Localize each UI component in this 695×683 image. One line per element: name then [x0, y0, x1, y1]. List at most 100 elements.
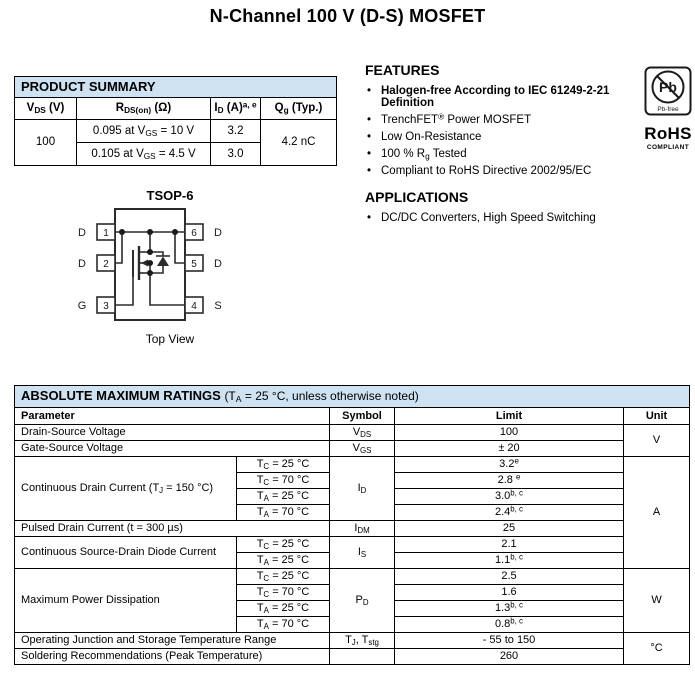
feature-item: Low On-Resistance [381, 131, 482, 143]
svg-text:Pb-free: Pb-free [657, 106, 679, 113]
ps-header-qg: Qg (Typ.) [259, 97, 338, 121]
amr-header-parameter: Parameter [14, 407, 330, 425]
amr-param-vds: Drain-Source Voltage [14, 424, 330, 441]
amr-unit-v: V [622, 424, 691, 457]
bullet-icon: • [367, 131, 372, 143]
table-row: Operating Junction and Storage Temperatu… [14, 632, 691, 665]
amr-limit: 2.1 [394, 536, 624, 553]
table-row: TC = 70 °C 1.6 [15, 584, 690, 601]
amr-limit: 2.8 e [394, 472, 624, 489]
table-row: Gate-Source Voltage VGS ± 20 [14, 440, 690, 457]
amr-symbol-vgs: VGS [329, 440, 395, 457]
ps-cell-qg: 4.2 nC [259, 119, 338, 167]
pin-number: 3 [103, 301, 109, 312]
bullet-icon: • [367, 212, 372, 224]
package-diagram: TSOP-6 [60, 188, 280, 346]
table-row: TA = 25 °C 1.1b, c [15, 552, 690, 569]
amr-cond: TC = 25 °C [236, 568, 330, 585]
amr-symbol-pd: PD [329, 568, 395, 633]
amr-unit-c: °C [622, 632, 691, 665]
feature-item: Compliant to RoHS Directive 2002/95/EC [381, 165, 592, 177]
table-row: Drain-Source Voltage VDS 100 V [14, 424, 691, 457]
amr-limit-vgs: ± 20 [394, 440, 624, 457]
table-row: Soldering Recommendations (Peak Temperat… [14, 648, 690, 665]
amr-cond: TC = 25 °C [236, 536, 330, 553]
amr-cond: TC = 70 °C [236, 584, 330, 601]
application-item: DC/DC Converters, High Speed Switching [381, 212, 596, 224]
amr-param-pd: Maximum Power Dissipation [14, 568, 237, 633]
pb-free-icon: Pb Pb-free [644, 66, 692, 116]
table-row: Pulsed Drain Current (t = 300 µs) IDM 25 [14, 520, 690, 537]
amr-cond: TA = 70 °C [236, 616, 330, 633]
table-row: TA = 25 °C 1.3b, c [15, 600, 690, 617]
amr-unit-a: A [622, 456, 691, 569]
product-summary-title: PRODUCT SUMMARY [13, 75, 338, 99]
amr-limit: 1.1b, c [394, 552, 624, 569]
pin-label: D [78, 227, 86, 239]
bullet-icon: • [367, 85, 372, 97]
pin-number: 1 [103, 228, 109, 239]
amr-header-symbol: Symbol [329, 407, 395, 425]
pin-number: 5 [191, 259, 197, 270]
amr-limit: 3.0b, c [394, 488, 624, 505]
ps-header-id: ID (A)a, e [210, 97, 261, 121]
amr-symbol-solder [329, 648, 395, 665]
ps-header-vds: VDS (V) [14, 97, 77, 121]
amr-cond: TC = 70 °C [236, 472, 330, 489]
product-summary-table: PRODUCT SUMMARY VDS (V) RDS(on) (Ω) ID (… [13, 75, 338, 167]
amr-cond: TA = 25 °C [236, 552, 330, 569]
table-row: Continuous Drain Current (TJ = 150 °C) T… [14, 456, 691, 569]
amr-cond: TA = 70 °C [236, 504, 330, 521]
amr-cond: TA = 25 °C [236, 488, 330, 505]
feature-item: TrenchFET® Power MOSFET [381, 112, 532, 126]
table-row: TA = 70 °C 0.8b, c [15, 616, 690, 633]
package-caption: Top View [145, 332, 195, 346]
pin-number: 4 [191, 301, 197, 312]
amr-param-solder: Soldering Recommendations (Peak Temperat… [14, 648, 330, 665]
amr-unit-w: W [622, 568, 691, 633]
feature-item: 100 % Rg Tested [381, 148, 467, 162]
amr-limit-solder: 260 [394, 648, 624, 665]
amr-limit-tj: - 55 to 150 [394, 632, 624, 649]
ps-cell-rdson-2: 0.105 at VGS = 4.5 V [76, 142, 211, 167]
amr-param-is: Continuous Source-Drain Diode Current [14, 536, 237, 569]
applications-section: APPLICATIONS • DC/DC Converters, High Spe… [365, 189, 675, 229]
amr-limit-vds: 100 [394, 424, 624, 441]
page-title: N-Channel 100 V (D-S) MOSFET [209, 6, 486, 26]
amr-cond: TC = 25 °C [236, 456, 330, 473]
amr-limit: 0.8b, c [394, 616, 624, 633]
pin-label: G [78, 300, 87, 312]
amr-limit: 2.5 [394, 568, 624, 585]
amr-symbol-is: IS [329, 536, 395, 569]
ps-cell-vds: 100 [14, 119, 77, 167]
amr-limit: 2.4b, c [394, 504, 624, 521]
absolute-maximum-ratings-table: ABSOLUTE MAXIMUM RATINGS (TA = 25 °C, un… [13, 385, 691, 665]
ps-cell-id-1: 3.2 [210, 119, 261, 144]
table-row: Continuous Source-Drain Diode Current TC… [14, 536, 690, 569]
amr-title: ABSOLUTE MAXIMUM RATINGS (TA = 25 °C, un… [13, 385, 691, 408]
amr-header-limit: Limit [394, 407, 624, 425]
amr-header-unit: Unit [622, 407, 691, 425]
amr-symbol-tj: TJ, Tstg [329, 632, 395, 649]
amr-symbol-id: ID [329, 456, 395, 521]
rohs-badge: Pb Pb-free RoHS COMPLIANT [643, 66, 693, 151]
amr-symbol-vds: VDS [329, 424, 395, 441]
pin-label: D [214, 258, 222, 270]
pin-number: 6 [191, 228, 197, 239]
rohs-label: RoHS [644, 124, 692, 143]
applications-title: APPLICATIONS [365, 189, 469, 205]
bullet-icon: • [367, 148, 372, 160]
table-row: Maximum Power Dissipation TC = 25 °C PD … [14, 568, 691, 633]
pin-label: D [78, 258, 86, 270]
amr-param-vgs: Gate-Source Voltage [14, 440, 330, 457]
pin-label: D [214, 227, 222, 239]
features-title: FEATURES [365, 62, 440, 78]
rohs-compliant-label: COMPLIANT [646, 144, 690, 151]
ps-cell-rdson-1: 0.095 at VGS = 10 V [76, 119, 211, 144]
features-section: FEATURES •Halogen-free According to IEC … [365, 62, 643, 182]
amr-cond: TA = 25 °C [236, 600, 330, 617]
pin-number: 2 [103, 259, 109, 270]
amr-param-id: Continuous Drain Current (TJ = 150 °C) [14, 456, 237, 521]
pin-label: S [214, 300, 221, 312]
amr-limit: 3.2e [394, 456, 624, 473]
